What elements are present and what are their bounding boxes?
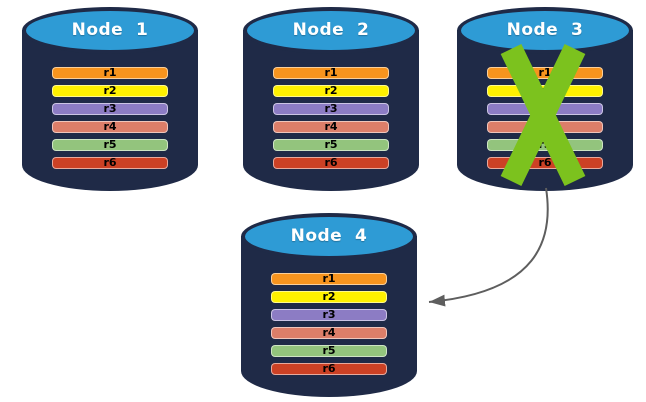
cylinder-top: Node 1 bbox=[22, 7, 198, 54]
cylinder-top: Node 2 bbox=[243, 7, 419, 54]
failure-x-icon bbox=[500, 43, 586, 187]
row-r3: r3 bbox=[52, 103, 168, 115]
row-r3: r3 bbox=[273, 103, 389, 115]
row-r5: r5 bbox=[273, 139, 389, 151]
row-r1: r1 bbox=[273, 67, 389, 79]
cylinder-top: Node 4 bbox=[241, 213, 417, 260]
row-r4: r4 bbox=[52, 121, 168, 133]
cylinder-top: Node 3 bbox=[457, 7, 633, 54]
row-r6: r6 bbox=[273, 157, 389, 169]
row-stack: r1 r2 r3 r4 r5 r6 bbox=[271, 273, 387, 381]
node-title: Node 3 bbox=[506, 19, 584, 40]
node-3-cylinder: Node 3 r1 r2 r3 r4 r5 r6 bbox=[457, 7, 633, 191]
row-stack: r1 r2 r3 r4 r5 r6 bbox=[52, 67, 168, 175]
row-r5: r5 bbox=[52, 139, 168, 151]
row-r6: r6 bbox=[52, 157, 168, 169]
row-r4: r4 bbox=[271, 327, 387, 339]
row-r4: r4 bbox=[273, 121, 389, 133]
row-r2: r2 bbox=[52, 85, 168, 97]
row-r2: r2 bbox=[271, 291, 387, 303]
row-stack: r1 r2 r3 r4 r5 r6 bbox=[273, 67, 389, 175]
row-r1: r1 bbox=[52, 67, 168, 79]
row-r6: r6 bbox=[271, 363, 387, 375]
node-2-cylinder: Node 2 r1 r2 r3 r4 r5 r6 bbox=[243, 7, 419, 191]
row-r1: r1 bbox=[271, 273, 387, 285]
node-title: Node 1 bbox=[71, 19, 149, 40]
row-r3: r3 bbox=[271, 309, 387, 321]
node-4-cylinder: Node 4 r1 r2 r3 r4 r5 r6 bbox=[241, 213, 417, 397]
row-r5: r5 bbox=[271, 345, 387, 357]
node-1-cylinder: Node 1 r1 r2 r3 r4 r5 r6 bbox=[22, 7, 198, 191]
node-title: Node 4 bbox=[290, 225, 368, 246]
row-r2: r2 bbox=[273, 85, 389, 97]
node-title: Node 2 bbox=[292, 19, 370, 40]
